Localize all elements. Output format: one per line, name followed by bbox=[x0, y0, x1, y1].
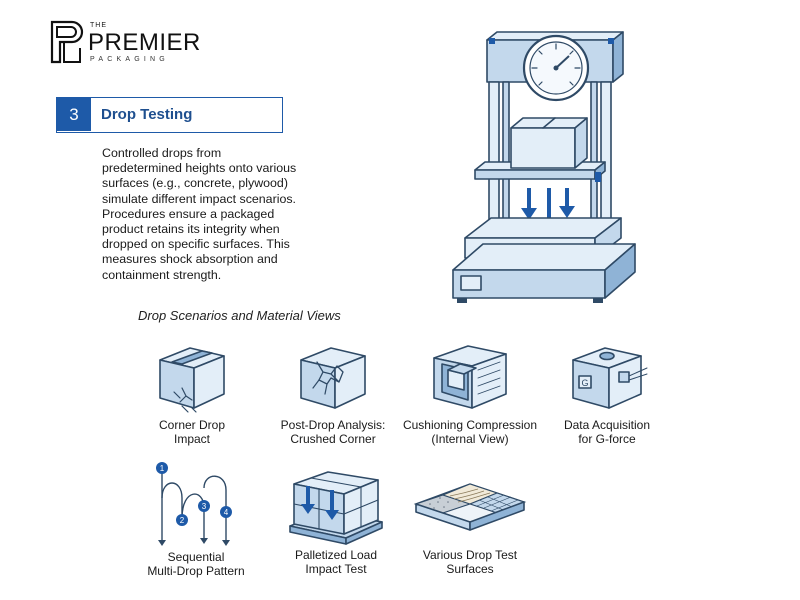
corner-drop-box-icon bbox=[159, 347, 225, 413]
scenarios-subtitle: Drop Scenarios and Material Views bbox=[138, 308, 341, 323]
section-number-badge: 3 bbox=[57, 98, 91, 131]
sequence-number: 2 bbox=[180, 516, 185, 525]
scenario-caption: Cushioning Compression (Internal View) bbox=[402, 418, 538, 446]
body-line: product retains its integrity when bbox=[102, 222, 280, 237]
scenario-caption: Post-Drop Analysis: Crushed Corner bbox=[280, 418, 386, 446]
body-line: predetermined heights onto various bbox=[102, 161, 297, 176]
g-sensor-letter: G bbox=[581, 378, 588, 388]
body-line: Controlled drops from bbox=[102, 146, 222, 160]
body-line: surfaces (e.g., concrete, plywood) bbox=[102, 176, 288, 191]
logo-name-text: PREMIER bbox=[88, 29, 201, 56]
body-line: measures shock absorption and bbox=[102, 252, 278, 267]
body-line: dropped on specific surfaces. This bbox=[102, 237, 290, 252]
g-force-sensor-box-icon: G bbox=[572, 347, 648, 409]
scenario-corner-drop: Corner Drop Impact bbox=[112, 338, 272, 446]
scenario-sequential-multi-drop: 1 2 3 4 Sequential Multi-Drop Pattern bbox=[116, 458, 276, 578]
sequence-number: 1 bbox=[160, 464, 165, 473]
section-title: Drop Testing bbox=[101, 106, 193, 123]
cushioning-cutaway-icon bbox=[433, 345, 507, 409]
scenario-caption: Corner Drop Impact bbox=[158, 418, 226, 446]
sequence-number: 3 bbox=[202, 502, 207, 511]
scenario-data-acquisition: G Data Acquisition for G-force bbox=[527, 338, 687, 446]
body-paragraph: Controlled drops from predetermined heig… bbox=[102, 146, 312, 283]
scenario-caption: Data Acquisition for G-force bbox=[563, 418, 651, 446]
palletized-load-icon bbox=[289, 471, 383, 545]
scenario-drop-surfaces: Various Drop Test Surfaces bbox=[390, 462, 550, 576]
scenario-cushioning-compression: Cushioning Compression (Internal View) bbox=[390, 338, 550, 446]
multi-drop-sequence-icon: 1 2 3 4 bbox=[156, 462, 232, 546]
logo-mark-icon bbox=[50, 20, 84, 64]
logo-the-text: THE bbox=[90, 22, 107, 29]
drop-test-machine-icon bbox=[452, 31, 636, 303]
scenario-post-drop-analysis: Post-Drop Analysis: Crushed Corner bbox=[253, 338, 413, 446]
scenario-palletized-load: Palletized Load Impact Test bbox=[256, 462, 416, 576]
scenario-caption: Sequential Multi-Drop Pattern bbox=[147, 550, 245, 578]
logo-sub-text: PACKAGING bbox=[90, 56, 169, 63]
company-logo: THE PREMIER PACKAGING bbox=[50, 20, 210, 66]
scenario-caption: Palletized Load Impact Test bbox=[294, 548, 378, 576]
body-line: Procedures ensure a packaged bbox=[102, 206, 275, 221]
section-header: 3 Drop Testing bbox=[56, 97, 283, 133]
sequence-number: 4 bbox=[224, 508, 229, 517]
surface-tiles-icon bbox=[413, 483, 527, 531]
scenario-caption: Various Drop Test Surfaces bbox=[422, 548, 518, 576]
body-line: simulate different impact scenarios. bbox=[102, 191, 296, 206]
body-line: containment strength. bbox=[102, 267, 222, 282]
crushed-corner-box-icon bbox=[300, 347, 366, 409]
